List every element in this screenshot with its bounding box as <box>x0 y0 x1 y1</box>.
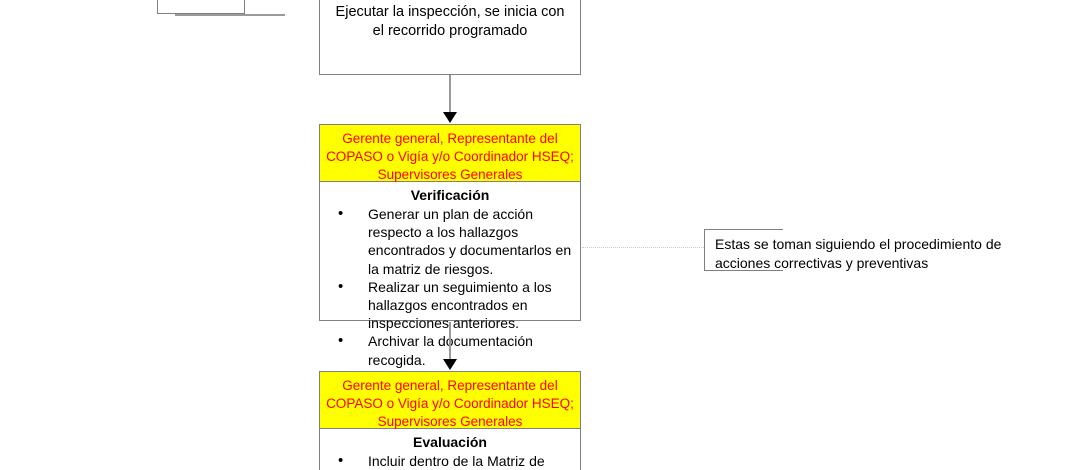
connector-execute-to-verification <box>449 75 451 116</box>
node-execute-inspection-label: Ejecutar la inspección, se inicia con el… <box>335 4 565 39</box>
node-verification-body: Verificación Generar un plan de acción r… <box>319 182 581 368</box>
bracket-top-stub <box>705 229 783 230</box>
node-evaluation-heading: Evaluación <box>413 434 487 450</box>
bracket-bottom-stub <box>705 270 783 271</box>
node-evaluation-list: Incluir dentro de la Matriz de riesgos l… <box>326 451 574 470</box>
connector-verification-to-note <box>582 247 704 248</box>
list-item: Realizar un seguimiento a los hallazgos … <box>326 277 574 333</box>
node-verification-role-banner: Gerente general, Representante del COPAS… <box>319 124 581 182</box>
list-item: Incluir dentro de la Matriz de riesgos l… <box>326 451 574 470</box>
node-execute-inspection: Ejecutar la inspección, se inicia con el… <box>319 0 581 75</box>
connector-verification-to-evaluation <box>449 322 451 364</box>
node-verification: Gerente general, Representante del COPAS… <box>319 124 581 368</box>
node-gerenciales: Gerenciales <box>157 0 245 14</box>
list-item: Generar un plan de acción respecto a los… <box>326 204 574 278</box>
connector-gerenciales-horizontal <box>175 14 285 16</box>
node-verification-heading: Verificación <box>410 187 490 203</box>
node-evaluation-body: Evaluación Incluir dentro de la Matriz d… <box>319 429 581 470</box>
annotation-corrective-actions: Estas se toman siguiendo el procedimient… <box>704 229 1009 271</box>
annotation-corrective-actions-text: Estas se toman siguiendo el procedimient… <box>715 236 1002 271</box>
node-evaluation-role-banner: Gerente general, Representante del COPAS… <box>319 371 581 429</box>
arrowhead-execute-to-verification <box>443 112 457 123</box>
node-evaluation: Gerente general, Representante del COPAS… <box>319 371 581 470</box>
arrowhead-verification-to-evaluation <box>443 359 457 370</box>
